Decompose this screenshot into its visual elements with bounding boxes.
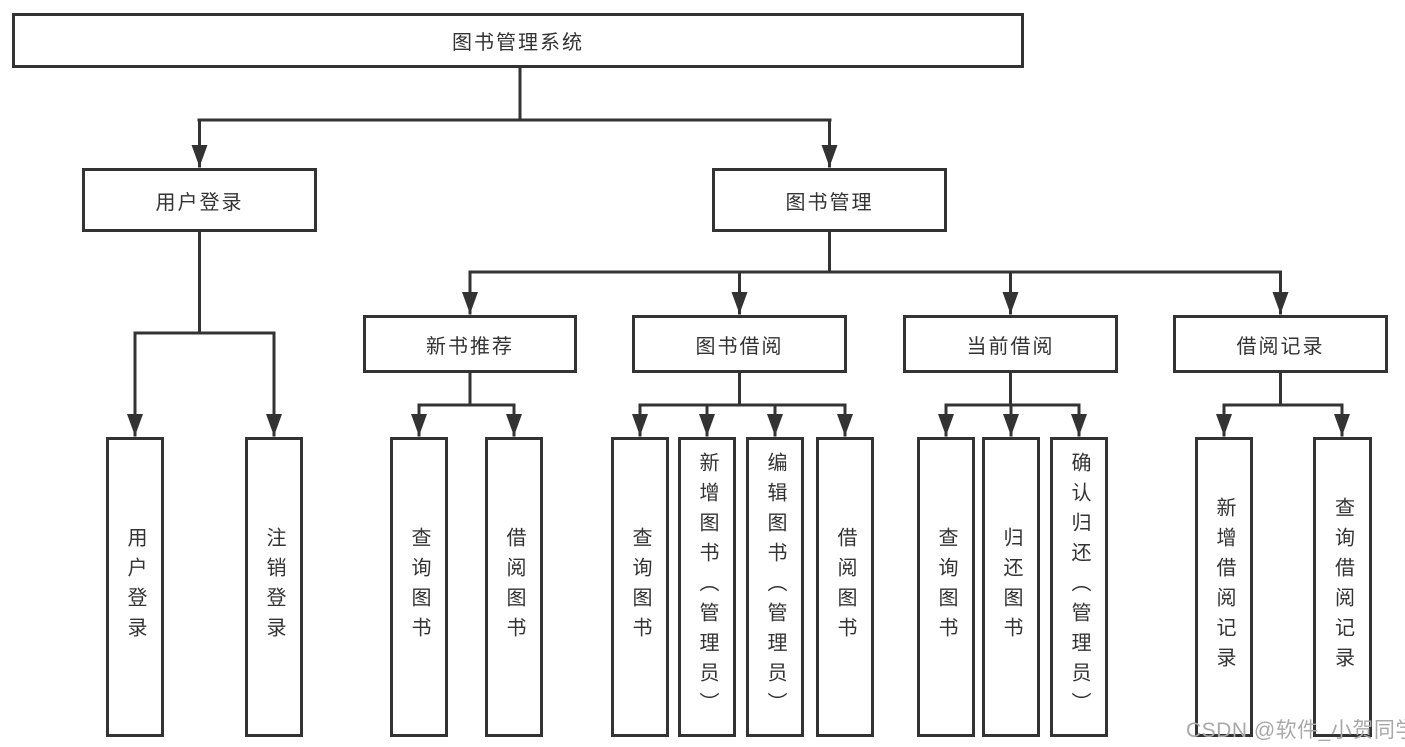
node-label: 新书推荐 [426,335,514,358]
node-book-borrowing: 图书借阅 [632,315,847,373]
leaf-logout: 注销登录 [245,437,303,737]
leaf-label: 用户登录 [124,527,146,647]
leaf-edit-book-admin: 编辑图书（管理员） [746,437,804,737]
node-label: 图书管理 [785,191,874,214]
leaf-label: 查询图书 [408,527,430,647]
leaf-label: 新增图书（管理员） [696,452,718,722]
node-library-management-system: 图书管理系统 [12,13,1024,68]
node-book-management: 图书管理 [712,168,947,232]
leaf-label: 查询图书 [629,527,651,647]
csdn-watermark: CSDN @软件_小贺同学 [1186,719,1405,742]
leaf-query-borrow-record: 查询借阅记录 [1313,437,1372,737]
leaf-query-books-borrowing: 查询图书 [611,437,669,737]
node-label: 图书管理系统 [452,32,584,54]
leaf-add-book-admin: 新增图书（管理员） [678,437,736,737]
node-new-book-recommendation: 新书推荐 [363,315,577,373]
node-label: 图书借阅 [695,335,784,358]
node-label: 当前借阅 [966,335,1055,358]
leaf-label: 借阅图书 [834,527,856,647]
leaf-confirm-return-admin: 确认归还（管理员） [1050,437,1108,737]
node-label: 用户登录 [155,191,244,214]
node-label: 借阅记录 [1236,335,1325,358]
leaf-borrow-books-borrowing: 借阅图书 [816,437,874,737]
leaf-add-borrow-record: 新增借阅记录 [1195,437,1253,737]
leaf-borrow-books-recommend: 借阅图书 [485,437,543,737]
leaf-label: 查询图书 [935,527,957,647]
leaf-label: 注销登录 [263,527,285,647]
leaf-label: 借阅图书 [503,527,525,647]
leaf-query-books-current: 查询图书 [917,437,975,737]
leaf-return-books: 归还图书 [982,437,1040,737]
leaf-label: 确认归还（管理员） [1068,452,1090,722]
leaf-label: 新增借阅记录 [1213,497,1235,677]
leaf-user-login: 用户登录 [106,437,164,737]
leaf-label: 归还图书 [1000,527,1022,647]
leaf-query-books-recommend: 查询图书 [390,437,448,737]
node-current-borrowing: 当前借阅 [903,315,1118,373]
node-user-login: 用户登录 [82,168,317,232]
node-borrowing-records: 借阅记录 [1173,315,1388,373]
leaf-label: 编辑图书（管理员） [764,452,786,722]
leaf-label: 查询借阅记录 [1331,497,1354,677]
